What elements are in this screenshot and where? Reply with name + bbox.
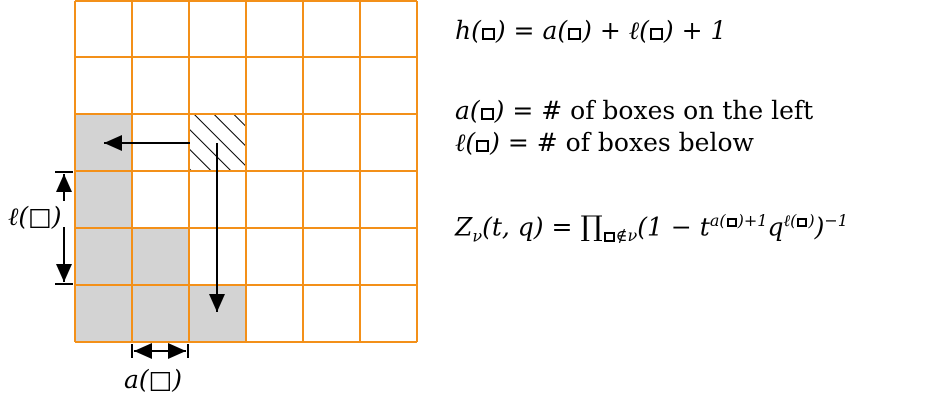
grid-cell: [132, 57, 189, 114]
grid-cell: [75, 0, 132, 57]
grid-cell: [246, 0, 303, 57]
grid-cell: [360, 228, 417, 285]
arm-label: a(□): [124, 365, 182, 394]
grid-cell: [132, 0, 189, 57]
grid-cell: [360, 114, 417, 171]
leg-definition: ℓ() = # of boxes below: [455, 128, 754, 157]
grid-cell: [246, 285, 303, 342]
shaded-cell: [75, 171, 132, 228]
grid-cell: [303, 228, 360, 285]
arm-definition: a() = # of boxes on the left: [455, 96, 814, 125]
grid-cell: [132, 171, 189, 228]
grid-cell: [360, 285, 417, 342]
grid-cell: [189, 0, 246, 57]
partition-function-formula: Zν(t, q) = ∏∉ν(1 − ta()+1qℓ())−1: [455, 209, 848, 246]
grid-cell: [303, 285, 360, 342]
grid-cell: [303, 0, 360, 57]
grid-cell: [360, 0, 417, 57]
grid-cell: [246, 171, 303, 228]
grid-cell: [303, 114, 360, 171]
grid-cell: [303, 171, 360, 228]
grid-cell: [360, 57, 417, 114]
hook-formula: h() = a() + ℓ() + 1: [455, 16, 727, 45]
orange-grid: [74, 0, 418, 343]
shaded-cell: [75, 228, 132, 285]
grid-cell: [246, 114, 303, 171]
grid-cell: [303, 57, 360, 114]
shaded-cell: [132, 285, 189, 342]
grid-cell: [246, 57, 303, 114]
shaded-cell: [132, 228, 189, 285]
grid-cell: [189, 57, 246, 114]
leg-label: ℓ(□): [8, 202, 62, 231]
grid-cells: [75, 0, 417, 342]
grid-cell: [360, 171, 417, 228]
grid-cell: [75, 57, 132, 114]
grid-cell: [246, 228, 303, 285]
shaded-cell: [75, 285, 132, 342]
